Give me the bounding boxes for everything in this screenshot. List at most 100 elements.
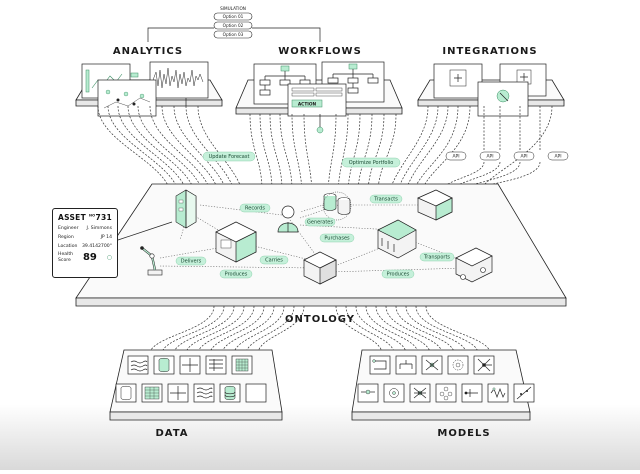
asset-card-title: ASSET NO731: [58, 213, 112, 222]
optimize-portfolio-label: Optimize Portfolio: [349, 160, 394, 166]
bottom-cables: [149, 305, 491, 353]
chat-bubble-icon[interactable]: ○: [106, 254, 112, 261]
delivery-truck-icon: [455, 247, 493, 283]
waves-icon: [127, 355, 149, 375]
api-badge-4: API: [547, 151, 569, 161]
network-icon: [421, 355, 443, 375]
relation-transports: Transports: [419, 252, 455, 262]
ontology-platform: [75, 183, 567, 307]
asset-card-title-super: NO: [88, 213, 96, 218]
flow-icon: [369, 355, 391, 375]
relation-generates-label: Generates: [307, 220, 333, 226]
factory-building-icon: [175, 189, 197, 229]
section-title-analytics: ANALYTICS: [113, 46, 183, 57]
workflow-action-label: ACTION: [298, 101, 317, 107]
section-title-ontology: ONTOLOGY: [285, 314, 355, 325]
api-badge-2: API: [479, 151, 501, 161]
asset-card-health-score: Health Score 89 ○: [58, 252, 112, 263]
asset-card-row-engineer: Engineer J. Simmons: [58, 226, 112, 231]
relation-purchases-label: Purchases: [324, 236, 350, 242]
relation-produces-right-label: Produces: [387, 272, 410, 278]
gear-network-icon: [447, 355, 469, 375]
asset-card-score-label: Health Score: [58, 252, 73, 263]
branch-icon: [461, 383, 483, 403]
relation-transports-label: Transports: [423, 255, 450, 261]
asset-card-row-location: Location 39.4142700°: [58, 244, 112, 249]
asset-card[interactable]: ASSET NO731 Engineer J. Simmons Region J…: [52, 208, 118, 278]
relation-delivers: Delivers: [175, 256, 207, 266]
asset-card-score-label-1: Health: [58, 252, 74, 257]
asset-card-row-value: J. Simmons: [86, 226, 112, 231]
relation-records: Records: [239, 203, 271, 213]
integration-screen-front: [477, 81, 529, 117]
asset-card-row-label: Engineer: [58, 226, 79, 231]
section-title-workflows: WORKFLOWS: [278, 46, 362, 57]
simulation-panel: SIMULATION Option 01 Option 02 Option 03: [147, 6, 321, 42]
layered-database-icon: [219, 383, 241, 403]
store-building-icon: [377, 219, 417, 259]
engineer-avatar-icon: [277, 205, 299, 233]
asset-card-score-label-2: Score: [58, 257, 71, 263]
api-badge-1-label: API: [452, 154, 459, 160]
integration-screen-left: [433, 63, 483, 99]
update-forecast-label: Update Forecast: [209, 154, 250, 160]
integrations-platform: [417, 63, 565, 117]
asset-card-title-text: ASSET: [58, 213, 87, 222]
update-forecast-flow[interactable]: Update Forecast: [202, 151, 256, 162]
simulation-title: SIMULATION: [220, 6, 246, 11]
asset-card-score-value: 89: [82, 252, 97, 263]
workflow-action-button[interactable]: ACTION: [291, 99, 323, 107]
simulation-option-3-label: Option 03: [223, 32, 244, 37]
section-title-data: DATA: [155, 428, 188, 439]
analytics-platform: [75, 61, 223, 117]
waveform-icon: [487, 383, 509, 403]
dot-grid-icon: [231, 355, 253, 375]
api-badge-2-label: API: [486, 154, 493, 160]
top-cables: [97, 105, 553, 191]
robotic-arm-icon: [140, 246, 163, 276]
relation-produces-left: Produces: [219, 269, 253, 279]
relation-transacts-label: Transacts: [373, 197, 398, 203]
analytics-small-screen: [130, 72, 139, 78]
api-badge-3: API: [513, 151, 535, 161]
shipping-container-icon: [417, 189, 453, 221]
section-title-models: MODELS: [437, 428, 490, 439]
asset-card-row-value: JP 14: [100, 235, 112, 240]
relation-records-label: Records: [245, 206, 265, 212]
simulation-option-2[interactable]: Option 02: [213, 21, 253, 30]
section-title-integrations: INTEGRATIONS: [442, 46, 537, 57]
model-tiles: [357, 355, 535, 403]
simulation-option-3[interactable]: Option 03: [213, 30, 253, 39]
quad-grid-icon: [167, 383, 189, 403]
optimize-portfolio-flow[interactable]: Optimize Portfolio: [341, 157, 401, 168]
tree-icon: [395, 355, 417, 375]
relation-purchases: Purchases: [319, 233, 355, 243]
analytics-screen-right: [149, 61, 209, 99]
relation-carries-label: Carries: [265, 258, 283, 264]
flower-icon: [435, 383, 457, 403]
relation-carries: Carries: [259, 255, 289, 265]
hub-icon: [409, 383, 431, 403]
workflow-connector-node: [316, 126, 324, 134]
relation-produces-right: Produces: [381, 269, 415, 279]
simulation-option-1-label: Option 01: [223, 14, 244, 19]
wave-lines-icon: [193, 383, 215, 403]
cylinder-icon: [115, 383, 137, 403]
table-icon: [205, 355, 227, 375]
asset-card-row-region: Region JP 14: [58, 235, 112, 240]
grid-icon: [179, 355, 201, 375]
workflows-platform: ACTION: [235, 61, 403, 134]
simulation-option-2-label: Option 02: [223, 23, 244, 28]
simulation-option-1[interactable]: Option 01: [213, 12, 253, 21]
package-box-icon: [303, 251, 337, 285]
node-graph-icon: [473, 355, 495, 375]
simulation-connector: [147, 27, 321, 42]
database-icon: [153, 355, 175, 375]
asset-card-row-label: Location: [58, 244, 78, 249]
dense-table-icon: [141, 383, 163, 403]
stepper-icon: [357, 383, 379, 403]
asset-card-connector: [117, 221, 173, 241]
api-badge-3-label: API: [520, 154, 527, 160]
